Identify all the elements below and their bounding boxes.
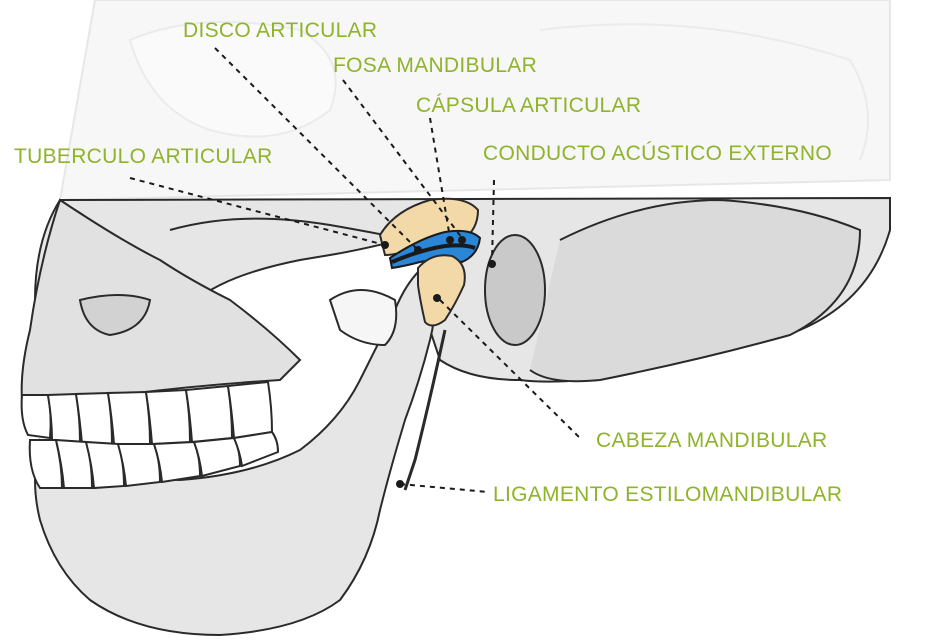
skull-cranium-faded — [58, 0, 891, 202]
dot-tuberculo — [381, 241, 389, 249]
label-conducto-acustico: CONDUCTO ACÚSTICO EXTERNO — [483, 142, 832, 165]
teeth — [20, 380, 280, 490]
dot-cabeza — [433, 294, 441, 302]
tmj-joint — [378, 197, 482, 327]
dot-capsula — [446, 236, 454, 244]
dot-disco — [414, 246, 422, 254]
leader-disco — [214, 47, 419, 251]
leader-lines — [129, 47, 583, 493]
label-capsula-articular: CÁPSULA ARTICULAR — [416, 94, 642, 117]
label-fosa-mandibular: FOSA MANDIBULAR — [333, 54, 538, 77]
leader-capsula — [429, 117, 451, 239]
leader-fosa — [342, 79, 463, 239]
mandible — [34, 269, 436, 637]
leader-ligamento — [399, 483, 489, 493]
articular-disc — [391, 243, 476, 264]
dot-conducto — [488, 260, 496, 268]
dot-fosa — [458, 236, 466, 244]
leader-conducto — [491, 179, 495, 263]
leader-tuberculo — [129, 177, 386, 246]
leader-cabeza — [439, 299, 583, 441]
label-cabeza-mandibular: CABEZA MANDIBULAR — [596, 429, 828, 452]
mandibular-condyle — [417, 254, 466, 327]
maxilla — [20, 198, 302, 402]
label-disco-articular: DISCO ARTICULAR — [183, 19, 378, 42]
label-tuberculo-articular: TUBERCULO ARTICULAR — [14, 145, 273, 168]
dot-ligamento — [396, 480, 404, 488]
label-ligamento-estilomandibular: LIGAMENTO ESTILOMANDIBULAR — [493, 483, 843, 506]
